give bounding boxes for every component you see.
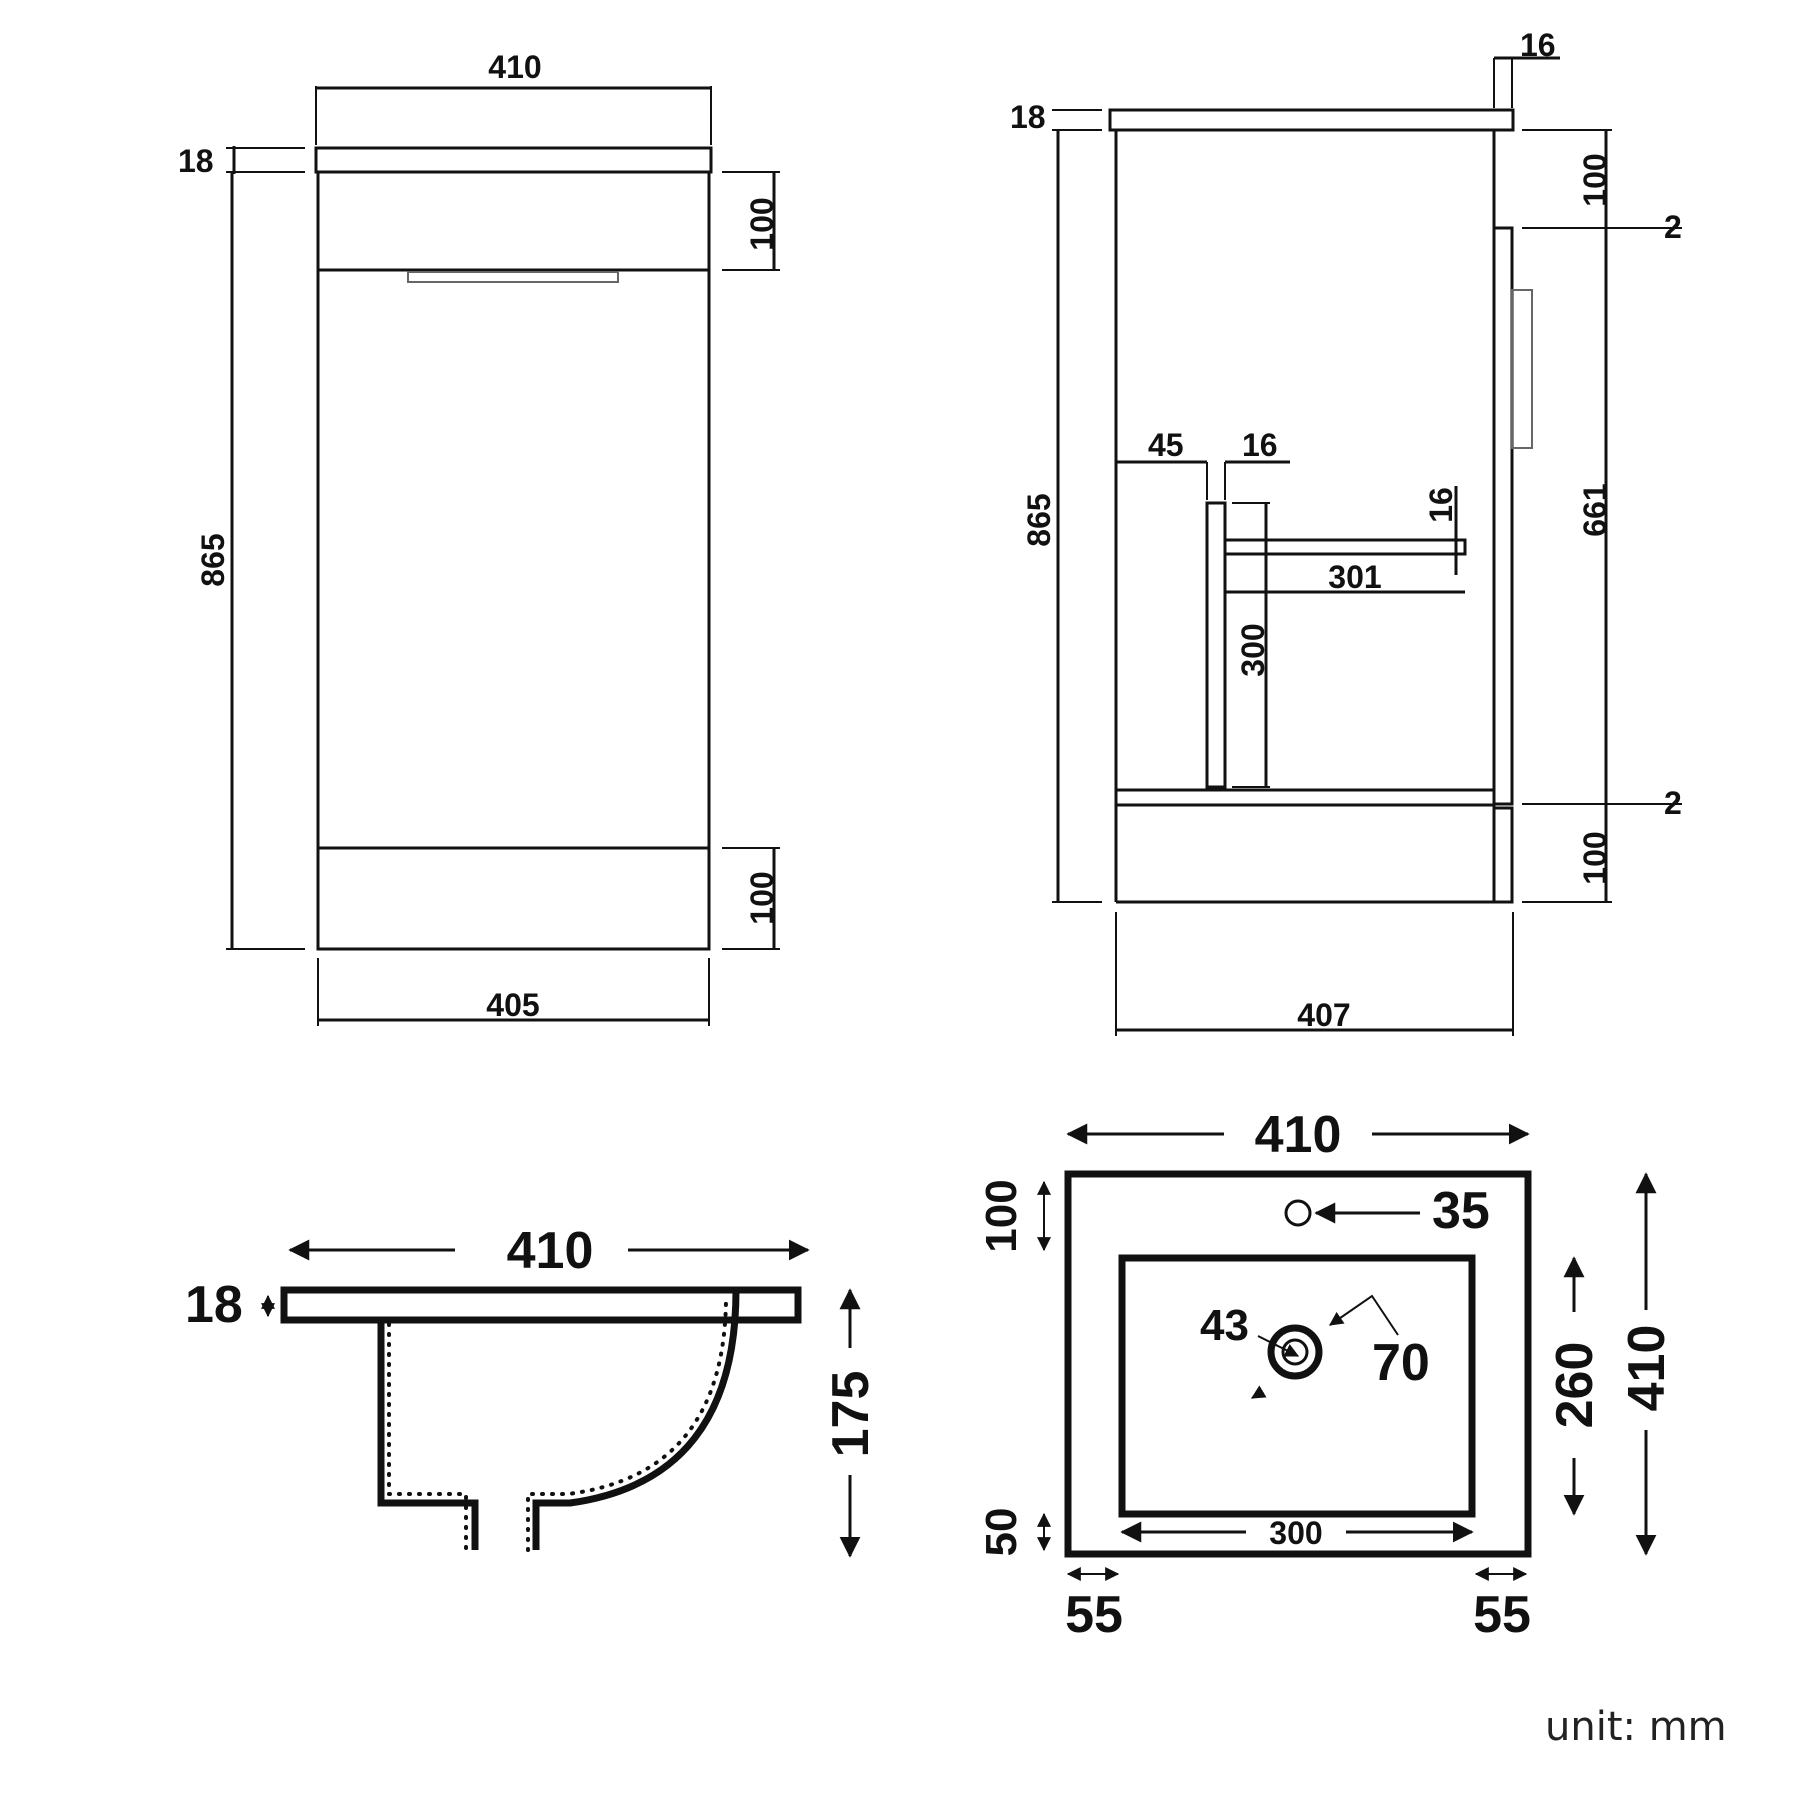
waste-inner-ring — [1281, 1338, 1309, 1366]
basin-thickness-label: 18 — [185, 1276, 243, 1334]
side-internal-panel — [1205, 501, 1227, 789]
bowl-width-label: 300 — [1269, 1515, 1322, 1551]
front-top-rail-label: 100 — [744, 197, 780, 250]
side-door — [1492, 226, 1514, 806]
side-offset-label: 45 — [1148, 427, 1184, 463]
side-height-label: 865 — [1021, 493, 1057, 546]
basin-inner-curve-dots — [526, 1294, 728, 1552]
bowl-depth-label: 260 — [1546, 1342, 1604, 1429]
side-shelf-depth-label: 301 — [1328, 559, 1381, 595]
tap-hole-label: 35 — [1432, 1182, 1490, 1240]
front-top-width-label: 410 — [488, 49, 541, 85]
side-top-rail-label: 100 — [1577, 153, 1613, 206]
side-left-margin-label: 55 — [1065, 1586, 1123, 1644]
waste-outer-label: 70 — [1372, 1334, 1430, 1392]
basin-top-outline — [1064, 1170, 1532, 1558]
side-view: 16 18 865 100 2 661 2 100 45 16 16 301 — [1010, 27, 1682, 1036]
front-worktop — [314, 146, 713, 174]
basin-top-depth-label: 410 — [1618, 1325, 1676, 1412]
unit-label: unit: mm — [1545, 1704, 1727, 1750]
side-door-height-label: 661 — [1577, 483, 1613, 536]
front-plinth-label: 100 — [744, 871, 780, 924]
side-depth-label: 407 — [1297, 997, 1350, 1033]
side-shelf-thickness-label: 16 — [1423, 487, 1459, 523]
front-top-thickness-label: 18 — [178, 143, 214, 179]
side-worktop — [1108, 108, 1515, 132]
side-handle — [1511, 289, 1533, 449]
basin-depth-label: 175 — [822, 1371, 880, 1458]
side-plinth-panel — [1492, 806, 1514, 904]
side-door-thickness-label: 16 — [1520, 27, 1556, 63]
basin-front-margin-label: 100 — [977, 1179, 1026, 1252]
basin-side-section: 410 18 175 — [185, 1222, 880, 1558]
basin-back-margin-label: 50 — [977, 1508, 1026, 1557]
side-panel-thickness-label: 16 — [1242, 427, 1278, 463]
basin-bowl-curve — [532, 1289, 740, 1550]
side-gap-top-label: 2 — [1664, 209, 1682, 245]
basin-width-label: 410 — [507, 1222, 594, 1280]
basin-rim — [280, 1286, 802, 1324]
basin-bowl-outline — [1118, 1254, 1476, 1518]
side-gap-bottom-label: 2 — [1664, 785, 1682, 821]
waste-outer-ring — [1267, 1324, 1323, 1380]
basin-top-view: 410 100 35 43 70 260 410 50 300 55 55 — [977, 1106, 1676, 1644]
side-shelf — [1223, 538, 1467, 556]
front-carcass — [316, 170, 711, 951]
side-plinth-label: 100 — [1577, 831, 1613, 884]
tap-hole — [1284, 1199, 1312, 1227]
front-height-label: 865 — [195, 533, 231, 586]
front-base-width-label: 405 — [486, 987, 539, 1023]
side-top-thickness-label: 18 — [1010, 99, 1046, 135]
side-right-margin-label: 55 — [1473, 1586, 1531, 1644]
basin-left-wall — [377, 1320, 479, 1550]
basin-top-width-label: 410 — [1255, 1106, 1342, 1164]
front-view: 410 18 865 100 100 405 — [178, 49, 780, 1026]
basin-inner-left-dots — [387, 1322, 468, 1552]
waste-inner-label: 43 — [1200, 1301, 1249, 1350]
side-panel-height-label: 300 — [1235, 623, 1271, 676]
front-handle — [407, 271, 619, 283]
